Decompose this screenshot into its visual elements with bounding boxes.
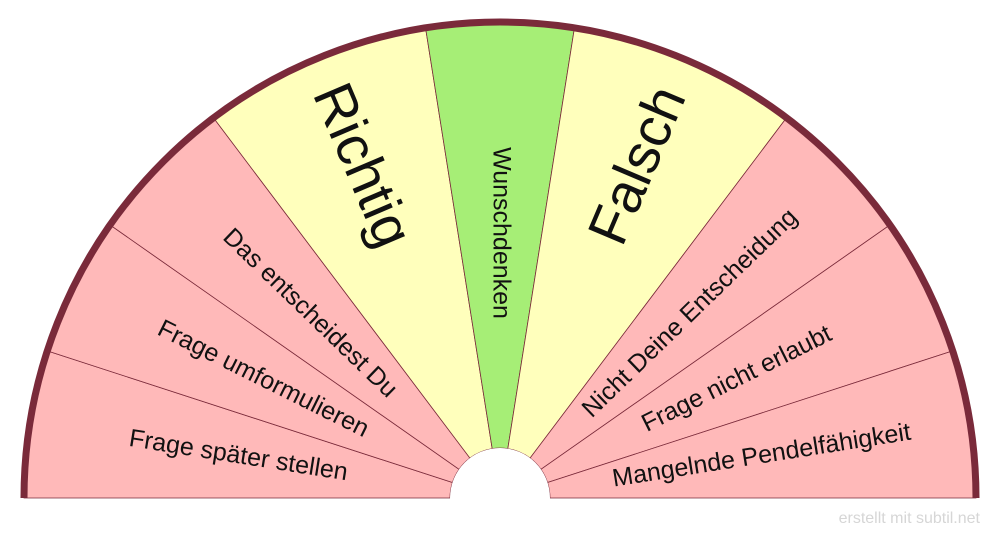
segment-label-4: Wunschdenken (487, 147, 515, 319)
chart-segments (23, 21, 977, 499)
credit-text: erstellt mit subtil.net (838, 510, 980, 527)
center-hub (450, 448, 550, 540)
outer-rim (20, 18, 980, 499)
